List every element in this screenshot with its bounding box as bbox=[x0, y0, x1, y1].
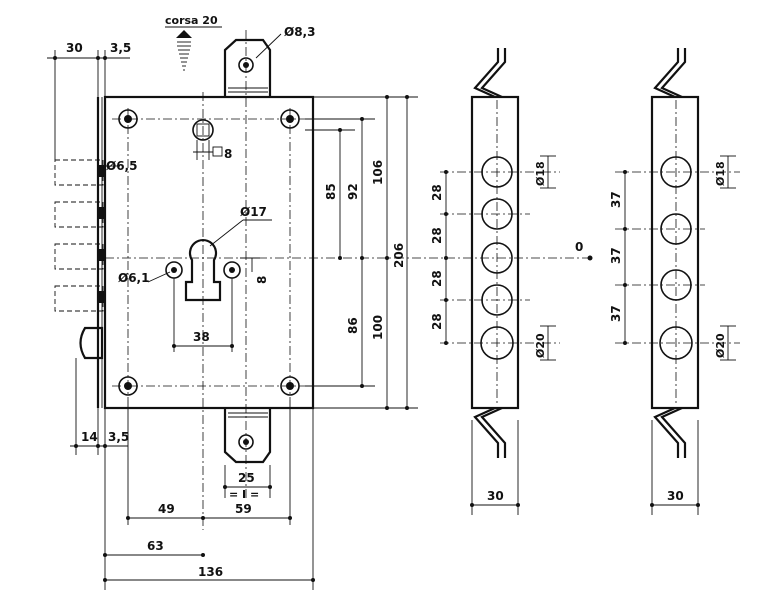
stroke-arrow bbox=[176, 30, 192, 71]
latch bbox=[79, 326, 104, 360]
top-tab bbox=[223, 38, 272, 97]
dim-p37-1: 37 bbox=[609, 191, 623, 208]
dim-h206: 206 bbox=[392, 243, 406, 268]
dim-p37-2: 37 bbox=[609, 247, 623, 264]
lock-body-view bbox=[54, 30, 395, 530]
dim-p28-3: 28 bbox=[430, 270, 444, 287]
dim-w49: 49 bbox=[158, 502, 175, 516]
lock-case bbox=[103, 95, 315, 410]
dimension-dots bbox=[53, 56, 409, 582]
corsa-label: corsa 20 bbox=[165, 14, 218, 27]
dim-w30-a: 30 bbox=[487, 489, 504, 503]
dim-w59: 59 bbox=[235, 502, 252, 516]
bolts bbox=[54, 159, 104, 312]
dim-d20-a: Ø20 bbox=[534, 333, 547, 358]
dim-w38: 38 bbox=[193, 330, 210, 344]
dim-sq8: 8 bbox=[224, 147, 232, 161]
dim-p37-3: 37 bbox=[609, 305, 623, 322]
dim-w30-top: 30 bbox=[66, 41, 83, 55]
dim-h106: 106 bbox=[371, 160, 385, 185]
dim-w3-5-top: 3,5 bbox=[110, 41, 131, 55]
dim-d18-b: Ø18 bbox=[714, 161, 727, 186]
dim-d17: Ø17 bbox=[240, 205, 267, 219]
dim-h85: 85 bbox=[324, 183, 338, 200]
dim-p28-2: 28 bbox=[430, 227, 444, 244]
rod-b-dims bbox=[624, 155, 736, 515]
dim-h92: 92 bbox=[346, 183, 360, 200]
dim-eq: = I = bbox=[229, 488, 259, 501]
dim-w3-5-bot: 3,5 bbox=[108, 430, 129, 444]
dim-d18-a: Ø18 bbox=[534, 161, 547, 186]
dim-p28-4: 28 bbox=[430, 313, 444, 330]
dim-h100: 100 bbox=[371, 315, 385, 340]
rod-view-a bbox=[395, 48, 590, 458]
bottom-tab bbox=[223, 408, 272, 464]
dim-p28-1: 28 bbox=[430, 184, 444, 201]
dim-h86: 86 bbox=[346, 317, 360, 334]
dim-w25: 25 bbox=[238, 471, 255, 485]
dim-w14: 14 bbox=[81, 430, 98, 444]
dim-zero: 0 bbox=[575, 240, 583, 254]
dim-w63: 63 bbox=[147, 539, 164, 553]
dim-d61: Ø6,1 bbox=[118, 271, 149, 285]
dim-d83: Ø8,3 bbox=[284, 25, 315, 39]
dim-d65: Ø6,5 bbox=[106, 159, 137, 173]
dim-d20-b: Ø20 bbox=[714, 333, 727, 358]
dim-h8: 8 bbox=[255, 276, 269, 284]
dim-w136: 136 bbox=[198, 565, 223, 579]
rod-view-b bbox=[615, 48, 740, 458]
dim-w30-b: 30 bbox=[667, 489, 684, 503]
dimension-lines bbox=[47, 33, 418, 590]
